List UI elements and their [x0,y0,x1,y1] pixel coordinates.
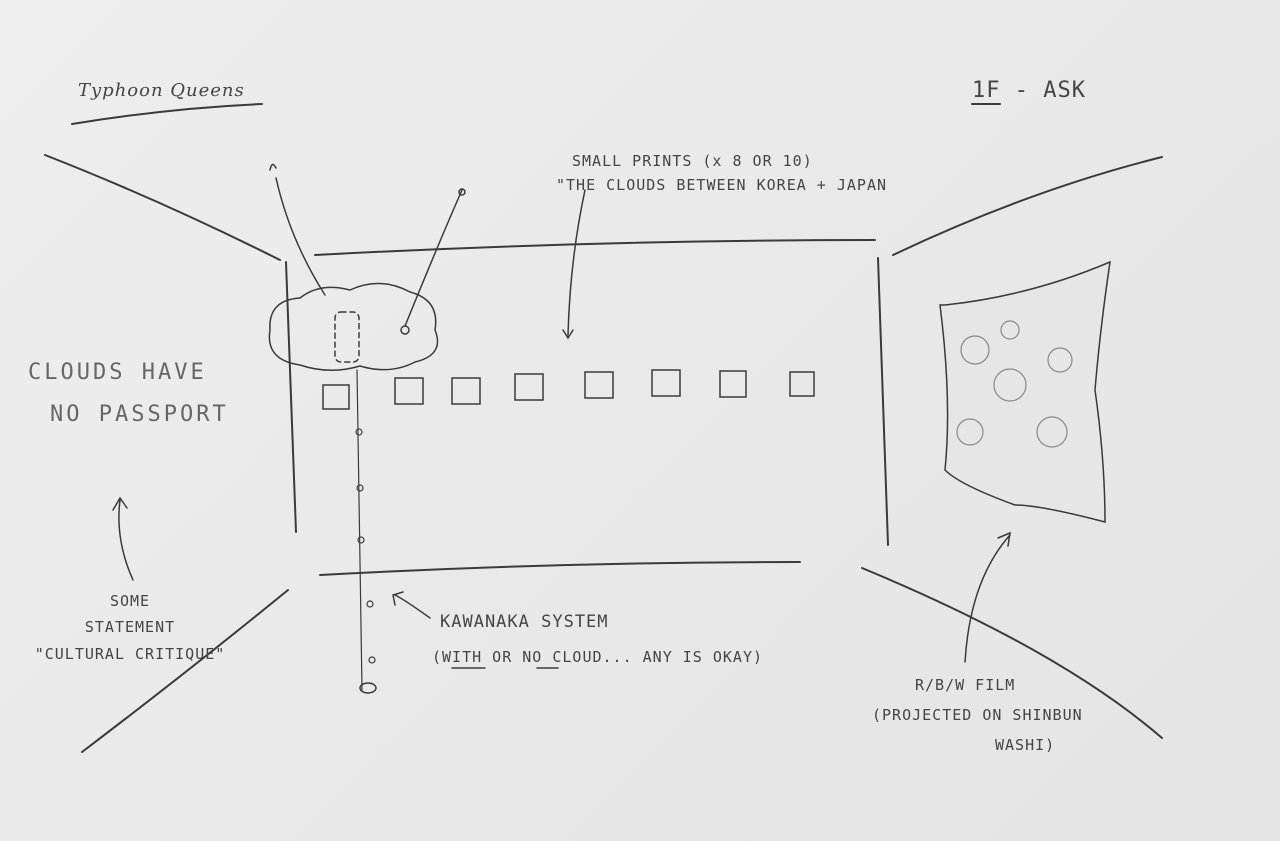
small-prints-row [322,369,815,410]
film-arrow [964,531,1011,663]
prints-note-line1: SMALL PRINTS (x 8 OR 10) [572,152,813,170]
floor-right-line [861,567,1163,739]
floor-label: 1F - ASK [972,78,1086,103]
ceiling-back-line [314,239,876,256]
small-print [394,377,424,405]
small-print [451,377,481,405]
ceiling-right-line [892,156,1163,256]
statement-note-line2: STATEMENT [84,618,176,636]
small-print [719,370,747,398]
cloud-hook [400,325,410,335]
kawanaka-arrow [392,591,431,619]
washi-cloud-swirls [956,320,1073,448]
film-note-line3: WASHI) [995,736,1056,754]
small-print [584,371,614,399]
small-print [322,384,350,410]
small-print [514,373,544,401]
sketch-title: Typhoon Queens [78,80,245,101]
hanging-wire-right [404,189,463,327]
prints-arrow [562,189,586,340]
floor-back-line [319,561,801,576]
statement-note-line3: "CULTURAL CRITIQUE" [34,645,226,663]
back-wall-right-edge [877,257,889,546]
kawanaka-string [356,369,363,691]
title-underline [71,103,263,125]
kawanaka-device [334,311,360,363]
small-print [651,369,681,397]
ceiling-left-line [44,154,281,261]
cloud-sculpture [268,282,439,371]
small-print [789,371,815,397]
statement-arrow [112,496,134,581]
kawanaka-note-line2: (WITH OR NO CLOUD... ANY IS OKAY) [432,648,764,666]
left-wall-text-line1: CLOUDS HAVE [28,360,207,385]
film-note-line1: R/B/W FILM [915,676,1016,694]
hanging-wire-left [269,163,326,296]
kawanaka-note-line1: KAWANAKA SYSTEM [440,612,609,632]
back-wall-left-edge [285,261,297,533]
prints-note-line2: "THE CLOUDS BETWEEN KOREA + JAPAN [556,176,888,194]
wire-anchor [458,188,466,196]
film-note-line2: (PROJECTED ON SHINBUN [872,706,1083,724]
left-wall-text-line2: NO PASSPORT [50,402,229,427]
statement-note-line1: SOME [109,592,151,610]
floor-left-line [81,589,289,753]
